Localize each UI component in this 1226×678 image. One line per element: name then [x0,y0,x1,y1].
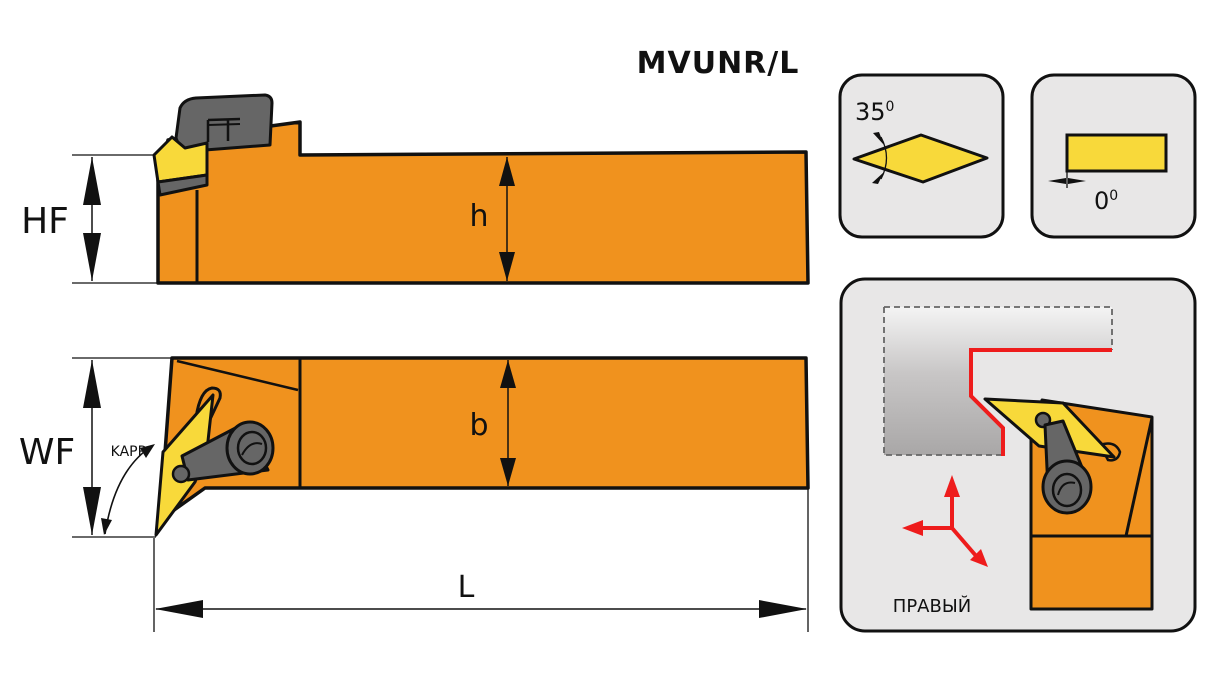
hand-label: ПРАВЫЙ [893,595,971,617]
tool-title: MVUNR/L [637,46,800,81]
top-view: WF KAPR b [19,356,810,538]
length-dimension: L [153,488,809,632]
wf-label: WF [19,432,75,473]
clamp-screw-socket [236,430,268,466]
hand-panel: ПРАВЫЙ [839,277,1197,633]
wf-dimension-arrow [83,360,101,535]
side-clamp [174,93,274,152]
kapr-angle-arc [101,444,155,535]
h-dimension-arrow [499,157,515,281]
clamp-pin [171,464,191,484]
side-clamp-detail [206,117,241,142]
insert-clearance-icon [1048,133,1168,188]
workpiece-outline [883,306,1113,456]
kapr-label: KAPR [111,444,148,460]
b-dimension-arrow [500,360,516,486]
clearance-angle-panel: 00 [1030,73,1197,239]
top-pocket-line [176,359,299,392]
side-view: HF h [21,93,810,285]
rhombic-insert-icon [852,132,989,184]
clearance-angle-value: 00 [1094,187,1118,215]
tool-path [969,348,1112,456]
hf-dimension-arrow [83,157,101,281]
b-label: b [469,408,488,443]
l-arrow-right [759,600,807,618]
h-label: h [469,199,488,234]
insert-angle-panel: 350 [838,73,1005,239]
side-shim [156,173,209,197]
feed-direction-arrows [902,475,988,567]
l-label: L [458,570,475,605]
workpiece-shape [884,307,1112,455]
l-arrow-left [155,600,203,618]
hf-label: HF [21,201,69,242]
insert-angle-value: 350 [855,98,894,126]
